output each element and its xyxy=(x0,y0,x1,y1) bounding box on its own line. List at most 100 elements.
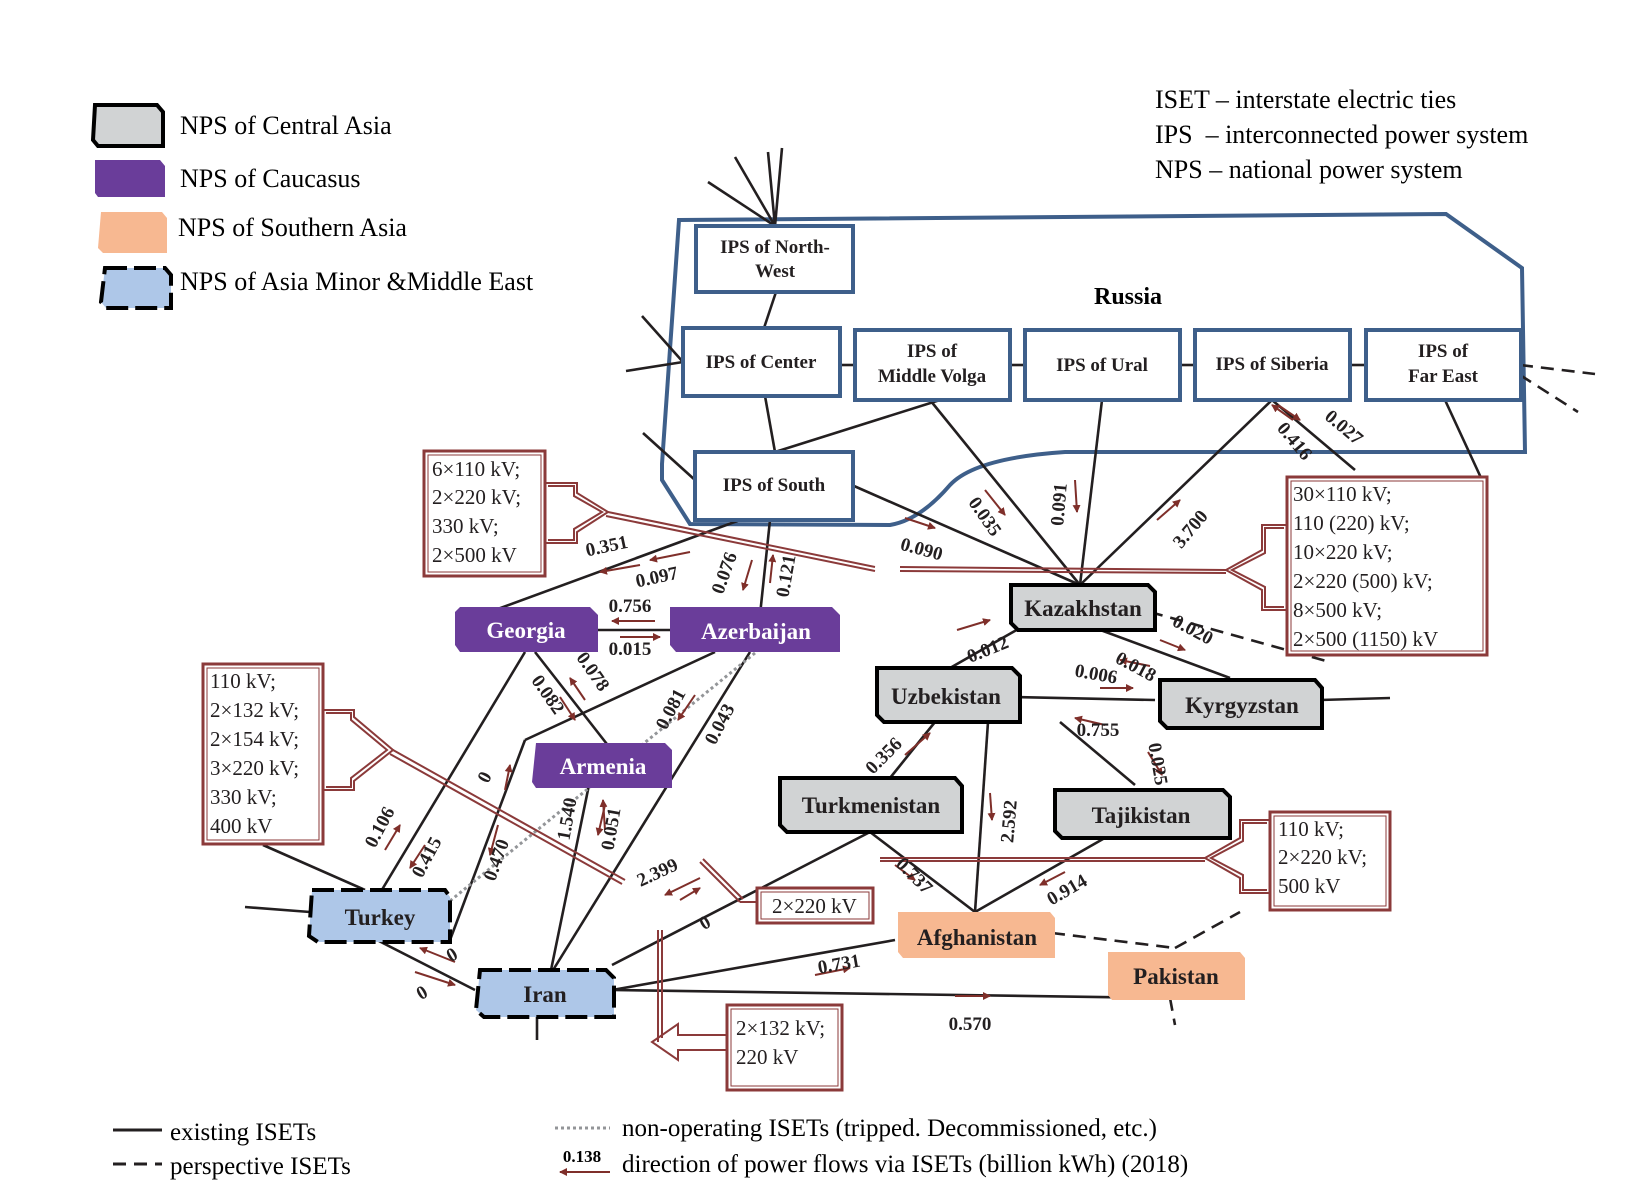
callout-caucasus-3: 2×154 kV; xyxy=(210,727,299,751)
flow-0356: 0.356 xyxy=(862,734,907,779)
callout-central-south-2: 2×220 kV; xyxy=(1278,845,1367,869)
azerbaijan-node xyxy=(670,607,840,652)
ips-middle-volga-label-1: IPS of xyxy=(907,341,958,362)
legend-label-central-asia: NPS of Central Asia xyxy=(180,111,392,140)
flow-0415: 0.415 xyxy=(408,834,447,882)
ips-ural-label: IPS of Ural xyxy=(1056,355,1148,376)
flow-0051: 0.051 xyxy=(598,806,626,852)
afghanistan-node xyxy=(898,912,1055,958)
uzbekistan-node xyxy=(875,666,1022,724)
ips-far-east-box xyxy=(1364,328,1523,402)
tajikistan-label: Tajikistan xyxy=(1092,803,1191,828)
tajikistan-node xyxy=(1053,788,1232,840)
callout-russia-ca-6: 2×500 (1150) kV xyxy=(1293,627,1438,651)
flow-0018: 0.018 xyxy=(1112,648,1160,687)
legend-swatch-asia-minor xyxy=(98,266,173,310)
callout-iran-south-2: 220 kV xyxy=(736,1045,798,1069)
legend-flow-value: 0.138 xyxy=(563,1147,601,1166)
flow-0756: 0.756 xyxy=(609,596,652,617)
kyrgyzstan-label: Kyrgyzstan xyxy=(1185,693,1299,718)
callout-russia-ca-4: 2×220 (500) kV; xyxy=(1293,569,1433,593)
flow-0035: 0.035 xyxy=(964,493,1006,540)
flow-0416: 0.416 xyxy=(1272,418,1316,464)
iset-lines xyxy=(244,147,1484,1040)
callout-russia-ca-1: 30×110 kV; xyxy=(1293,482,1392,506)
legend-perspective-label: perspective ISETs xyxy=(170,1153,351,1180)
legend-flow-label: direction of power flows via ISETs (bill… xyxy=(622,1151,1188,1178)
abbr-nps: NPS – national power system xyxy=(1155,155,1463,184)
azerbaijan-label: Azerbaijan xyxy=(701,619,811,644)
callout-russia-caucasus-2: 2×220 kV; xyxy=(432,485,521,509)
ips-boxes: IPS of North- West IPS of Center IPS of … xyxy=(681,224,1523,522)
callout-caucasus-4: 3×220 kV; xyxy=(210,756,299,780)
flow-2399: 2.399 xyxy=(634,854,682,891)
flow-0121: 0.121 xyxy=(773,553,801,599)
turkey-node xyxy=(306,888,452,944)
legend: NPS of Central Asia NPS of Caucasus NPS … xyxy=(90,103,534,310)
flow-0351: 0.351 xyxy=(584,532,630,561)
callout-turkmen-iran-1: 2×220 kV xyxy=(772,894,857,918)
callout-iran-south-1: 2×132 kV; xyxy=(736,1016,825,1040)
flow-0731: 0.731 xyxy=(816,951,862,979)
flow-0-tur-ir-a: 0 xyxy=(443,944,462,967)
legend-label-caucasus: NPS of Caucasus xyxy=(180,164,361,193)
abbreviations: ISET – interstate electric ties IPS – in… xyxy=(1155,85,1528,184)
kazakhstan-node xyxy=(1009,583,1157,632)
callout-russia-ca-2: 110 (220) kV; xyxy=(1293,511,1410,535)
iran-node xyxy=(473,968,616,1019)
abbr-ips: IPS – interconnected power system xyxy=(1155,120,1528,149)
afghanistan-label: Afghanistan xyxy=(917,925,1037,950)
flow-0-tur-ir-b: 0 xyxy=(413,982,432,1005)
flow-0082: 0.082 xyxy=(527,671,569,718)
armenia-label: Armenia xyxy=(560,754,647,779)
legend-nonop-label: non-operating ISETs (tripped. Decommissi… xyxy=(622,1115,1157,1142)
flow-0076: 0.076 xyxy=(708,549,742,596)
flow-0027: 0.027 xyxy=(1320,406,1367,450)
callout-caucasus-1: 110 kV; xyxy=(210,669,276,693)
flow-0091: 0.091 xyxy=(1047,482,1072,526)
country-nodes: Georgia Azerbaijan Armenia Turkey Iran K… xyxy=(306,583,1324,1019)
flow-arrows xyxy=(384,404,1301,1000)
callout-russia-caucasus-3: 330 kV; xyxy=(432,514,499,538)
ips-far-east-label-2: Far East xyxy=(1408,366,1479,387)
callout-caucasus-6: 400 kV xyxy=(210,814,272,838)
flow-0570: 0.570 xyxy=(949,1014,992,1035)
callout-arrows xyxy=(323,482,1287,1062)
flow-0015: 0.015 xyxy=(609,639,652,660)
ips-center-box xyxy=(681,326,842,398)
ips-siberia-box xyxy=(1193,328,1352,402)
callout-texts: 6×110 kV; 2×220 kV; 330 kV; 2×500 kV 30×… xyxy=(210,457,1438,1069)
callout-caucasus-5: 330 kV; xyxy=(210,785,277,809)
pakistan-label: Pakistan xyxy=(1133,964,1219,989)
legend-existing-label: existing ISETs xyxy=(170,1119,316,1146)
legend-swatch-caucasus xyxy=(95,160,165,197)
callout-russia-caucasus-1: 6×110 kV; xyxy=(432,457,520,481)
legend-swatch-southern-asia xyxy=(98,212,167,253)
bottom-legend: existing ISETs perspective ISETs non-ope… xyxy=(113,1115,1188,1180)
armenia-node xyxy=(532,743,672,788)
ips-center-label: IPS of Center xyxy=(706,352,817,373)
callout-central-south-1: 110 kV; xyxy=(1278,817,1344,841)
abbr-iset: ISET – interstate electric ties xyxy=(1155,85,1456,114)
ips-siberia-label: IPS of Siberia xyxy=(1216,354,1329,375)
legend-label-southern-asia: NPS of Southern Asia xyxy=(178,213,407,242)
flow-0025: 0.025 xyxy=(1143,741,1171,787)
flow-2592: 2.592 xyxy=(997,799,1022,843)
ips-south-box xyxy=(693,450,855,522)
ips-middle-volga-label-2: Middle Volga xyxy=(878,366,987,387)
callout-boxes xyxy=(201,449,1489,1092)
ips-north-west-box xyxy=(694,224,855,294)
turkmenistan-label: Turkmenistan xyxy=(802,793,941,818)
flow-0914: 0.914 xyxy=(1043,870,1091,910)
callout-russia-caucasus-4: 2×500 kV xyxy=(432,543,517,567)
callout-caucasus-2: 2×132 kV; xyxy=(210,698,299,722)
ips-middle-volga-box xyxy=(853,328,1012,402)
russia-label: Russia xyxy=(1094,284,1162,310)
georgia-node xyxy=(455,607,598,652)
flow-0012: 0.012 xyxy=(964,632,1012,667)
turkmenistan-node xyxy=(778,776,964,834)
flow-0020: 0.020 xyxy=(1169,611,1217,650)
georgia-label: Georgia xyxy=(486,618,566,643)
turkey-label: Turkey xyxy=(345,905,416,930)
